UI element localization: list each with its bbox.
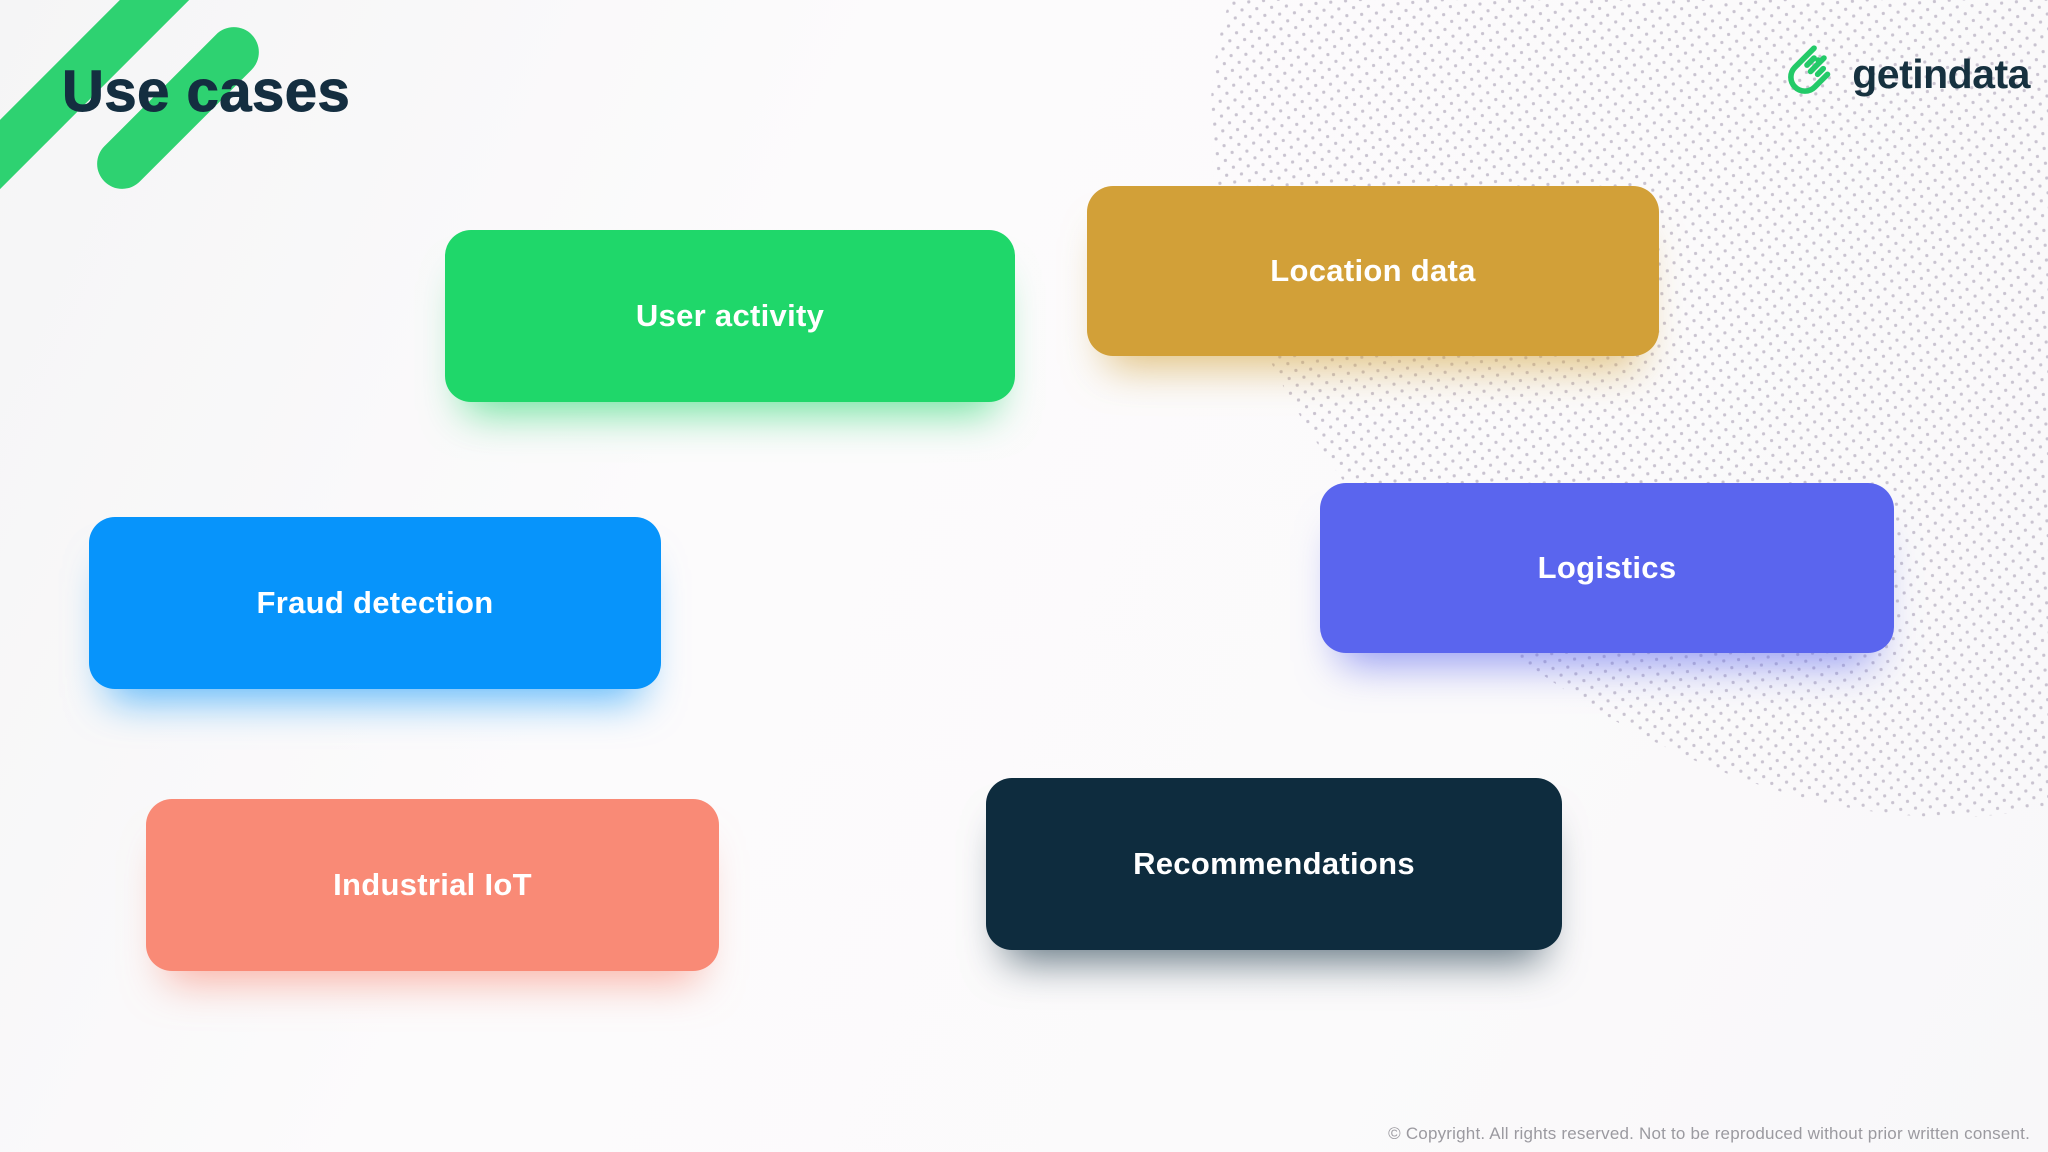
copyright-text: © Copyright. All rights reserved. Not to… (1388, 1124, 2030, 1143)
use-case-card-recommendations: Recommendations (986, 778, 1562, 950)
use-case-card-location-data: Location data (1087, 186, 1659, 356)
logo-wordmark: getindata (1852, 50, 2030, 97)
use-case-card-fraud-detection: Fraud detection (89, 517, 661, 689)
use-case-card-industrial-iot: Industrial IoT (146, 799, 719, 971)
use-case-card-logistics: Logistics (1320, 483, 1894, 653)
page-title: Use cases (61, 59, 351, 125)
getindata-comet-icon (1788, 45, 1831, 94)
getindata-logo: getindata (1778, 42, 2030, 106)
use-case-card-user-activity: User activity (445, 230, 1015, 402)
